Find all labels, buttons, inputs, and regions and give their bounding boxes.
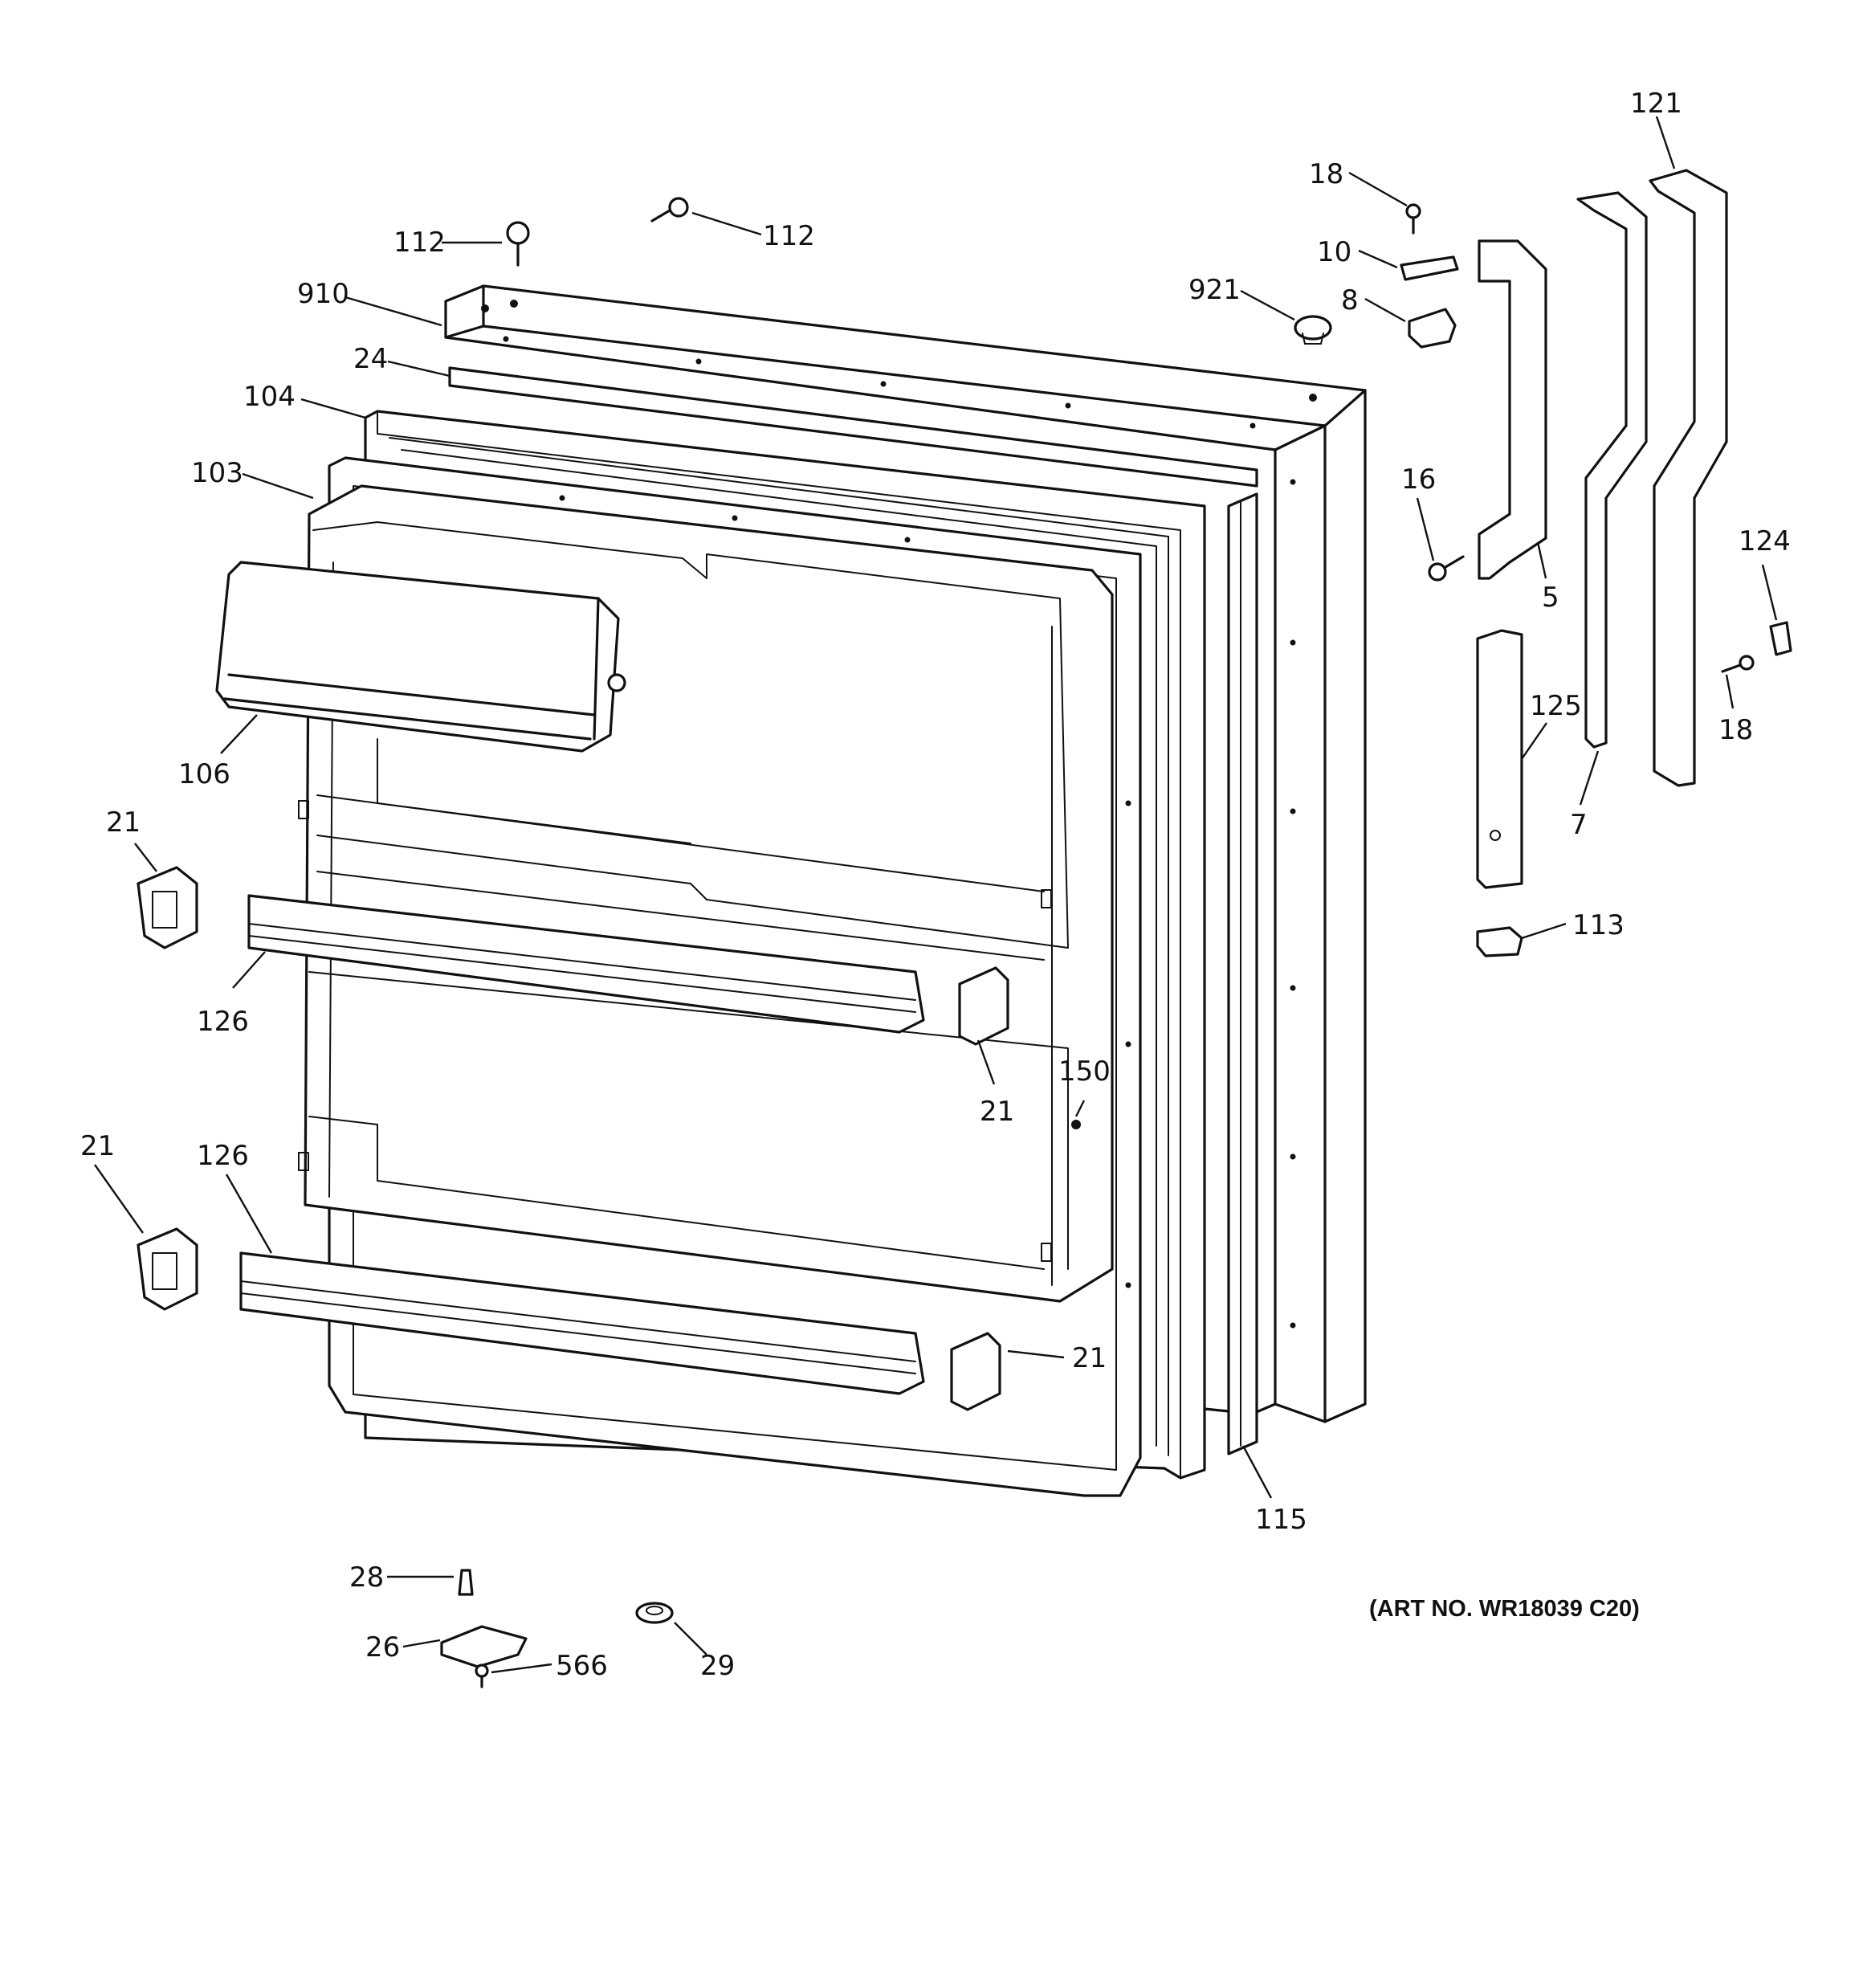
callout-112-left: 112 (393, 227, 446, 259)
callout-28: 28 (349, 1561, 384, 1594)
callout-7: 7 (1570, 809, 1588, 841)
shelf-end-cap-21-d (950, 1332, 1001, 1411)
callout-150: 150 (1058, 1055, 1111, 1088)
callout-21-lower-right: 21 (1072, 1342, 1107, 1374)
top-trim-strip-24 (448, 366, 1258, 488)
callout-labels: 112 112 910 24 104 103 106 21 126 21 21 … (80, 88, 1791, 1682)
shelf-end-cap-21-c (137, 1227, 198, 1311)
callout-21-lower-left: 21 (80, 1130, 115, 1162)
pin-28 (458, 1569, 474, 1596)
callout-112-top: 112 (763, 220, 815, 252)
bushing-29 (635, 1602, 674, 1624)
callout-5: 5 (1542, 582, 1559, 614)
callout-113: 113 (1572, 909, 1625, 941)
callout-24: 24 (353, 343, 388, 375)
hinge-bracket-8 (1408, 308, 1457, 349)
side-seal-strip-115 (1227, 492, 1258, 1455)
callout-29: 29 (700, 1650, 735, 1682)
callout-921: 921 (1188, 274, 1241, 306)
callout-21-upper-right: 21 (980, 1096, 1014, 1128)
art-number: (ART NO. WR18039 C20) (1369, 1596, 1640, 1622)
leader-lines (94, 116, 1778, 1674)
door-shelf-126-lower (239, 1251, 925, 1395)
callout-18-top: 18 (1309, 158, 1343, 190)
door-outer-frame-910 (444, 284, 1367, 1423)
callout-21-upper-left: 21 (106, 806, 141, 839)
callout-18-right: 18 (1718, 714, 1753, 746)
door-shelf-126-upper (247, 894, 925, 1034)
callout-10: 10 (1317, 236, 1351, 268)
callout-106: 106 (178, 758, 230, 790)
callout-26: 26 (365, 1631, 400, 1663)
callout-126-upper: 126 (197, 1006, 249, 1038)
callout-103: 103 (191, 457, 243, 489)
hinge-arm-7 (1576, 191, 1648, 749)
bottom-hinge-plate-26 (440, 1625, 528, 1668)
handle-5 (1478, 239, 1547, 580)
callout-910: 910 (297, 278, 349, 310)
callout-126-lower: 126 (197, 1140, 249, 1172)
screw-112-b (650, 197, 689, 222)
handle-trim-125 (1476, 629, 1523, 889)
callout-115: 115 (1255, 1504, 1307, 1536)
screw-566 (475, 1663, 489, 1688)
shelf-end-cap-21-b (958, 966, 1009, 1046)
end-cap-113 (1476, 926, 1523, 957)
plug-921 (1294, 315, 1332, 345)
screw-16 (1428, 555, 1465, 582)
screw-18-b (1721, 655, 1755, 673)
callout-124: 124 (1739, 525, 1791, 557)
callout-16: 16 (1401, 463, 1436, 496)
callout-104: 104 (243, 381, 296, 413)
callout-8: 8 (1341, 284, 1359, 316)
clip-124 (1769, 621, 1792, 656)
hinge-arm-121 (1649, 169, 1728, 787)
dairy-door-106 (215, 561, 626, 753)
callout-125: 125 (1530, 690, 1582, 722)
screw-18-a (1405, 203, 1421, 235)
hinge-shim-10 (1400, 255, 1459, 281)
screw-112-a (506, 221, 530, 267)
shelf-end-cap-21-a (137, 866, 198, 949)
callout-566: 566 (556, 1650, 608, 1682)
callout-121: 121 (1630, 88, 1682, 120)
